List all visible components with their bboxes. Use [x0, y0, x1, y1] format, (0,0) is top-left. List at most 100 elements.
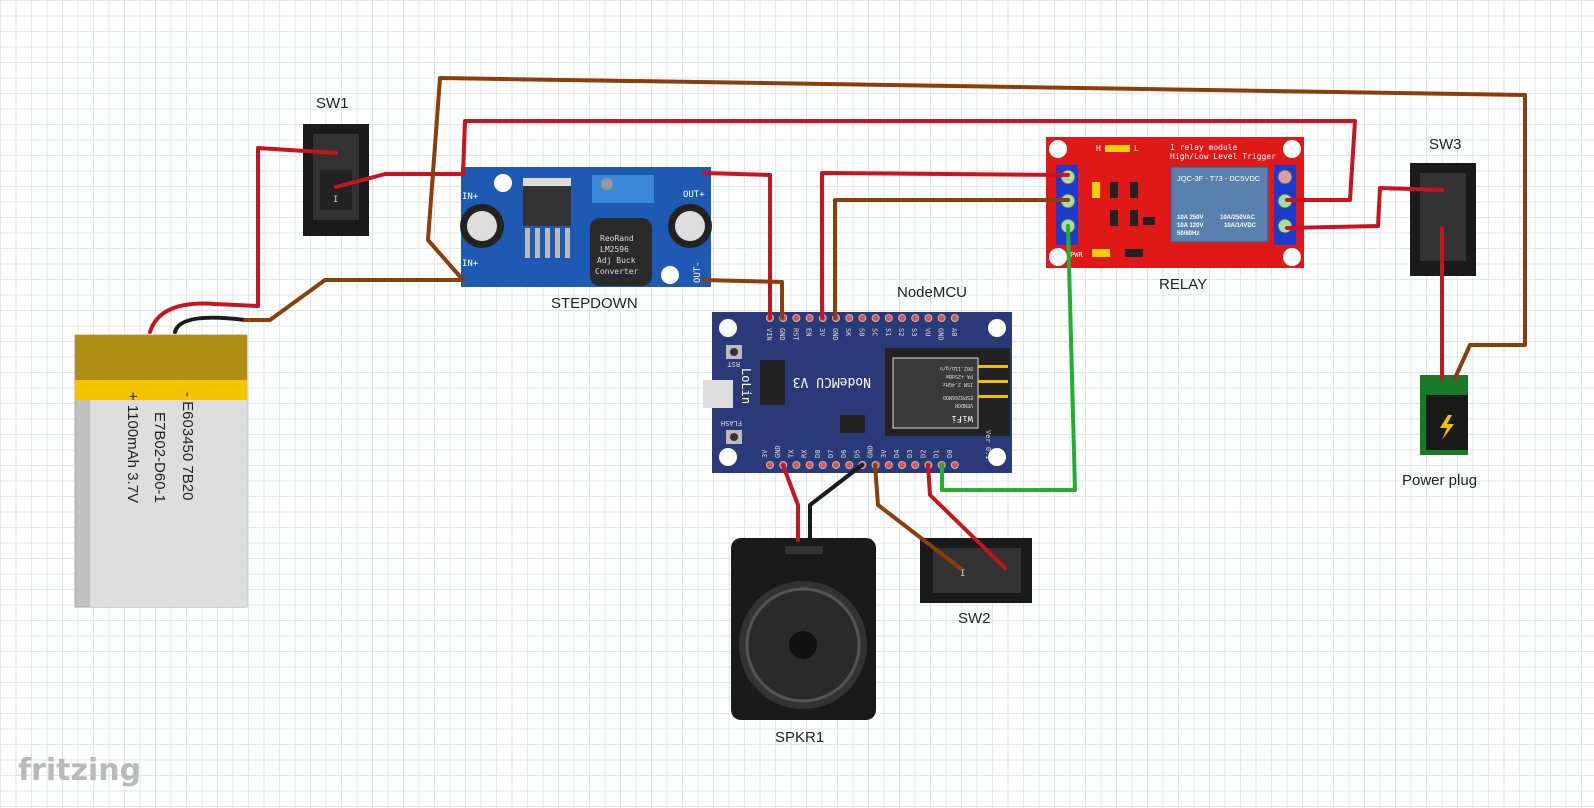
pin-rx[interactable]	[805, 461, 814, 469]
out-minus-label: OUT-	[693, 261, 703, 283]
pin-3v[interactable]	[884, 461, 893, 469]
pin-d3[interactable]	[911, 461, 920, 469]
pin-label: SK	[844, 328, 852, 337]
stepdown-label: STEPDOWN	[551, 295, 638, 312]
relay-title1: 1 relay module	[1170, 143, 1238, 152]
pin-s3[interactable]	[911, 314, 920, 322]
pin-label: D2	[919, 450, 927, 458]
relay-label: RELAY	[1159, 276, 1207, 293]
wire-gnd-speaker[interactable]	[781, 463, 800, 542]
pin-label: GND	[778, 328, 786, 341]
pin-a0[interactable]	[950, 314, 959, 322]
wire-d1-relay-in[interactable]	[940, 224, 1077, 492]
pin-label: EN	[805, 328, 813, 336]
pin-label: S2	[897, 328, 905, 336]
rating: 10A 120V	[1177, 223, 1203, 229]
pin-label: RST	[791, 328, 799, 341]
switch-sw3[interactable]	[1410, 163, 1476, 276]
board-brand: LoLin	[739, 368, 753, 404]
pin-label: 3V	[880, 449, 888, 458]
module-ism: ISM 2.4GHz	[943, 381, 973, 387]
chip-text: Converter	[595, 267, 639, 276]
wire-gnd-relay[interactable]	[833, 198, 1070, 320]
sw2-mark: I	[960, 569, 965, 579]
sw1-label: SW1	[316, 95, 349, 112]
pin-label: D1	[933, 450, 941, 458]
pin-s0[interactable]	[858, 314, 867, 322]
stepdown-converter[interactable]: ReoRand LM2596 Adj Buck Converter IN+ IN…	[460, 167, 712, 287]
wire-sw1-stepdown[interactable]	[334, 172, 465, 189]
pin-vu[interactable]	[924, 314, 933, 322]
wire-relay-no-sw3[interactable]	[1285, 186, 1444, 230]
wire-d5-speaker[interactable]	[808, 463, 864, 542]
pin-sc[interactable]	[871, 314, 880, 322]
jumper-l: L	[1134, 144, 1139, 153]
lightning-icon	[1440, 415, 1454, 440]
wire-outplus-vin[interactable]	[702, 171, 772, 320]
sw2-label: SW2	[958, 610, 991, 627]
pin-label: S1	[884, 328, 892, 336]
wire-outminus-gnd[interactable]	[702, 278, 784, 320]
power-plug[interactable]	[1420, 375, 1468, 455]
pin-en[interactable]	[805, 314, 814, 322]
wire-gnd-powerplug[interactable]	[426, 76, 1527, 380]
pin-s1[interactable]	[884, 314, 893, 322]
wire-vin-relay-com[interactable]	[461, 119, 1357, 202]
wire-battery-gnd[interactable]	[243, 278, 465, 322]
speaker-label: SPKR1	[775, 729, 824, 746]
pin-label: GND	[774, 445, 782, 458]
pin-d7[interactable]	[832, 461, 840, 469]
battery-label-line1: - E603450 7B20	[179, 392, 196, 500]
chip-text: Adj Buck	[597, 256, 636, 265]
sw1-mark: I	[333, 195, 338, 205]
pin-sk[interactable]	[845, 314, 854, 322]
pin-gnd[interactable]	[937, 314, 946, 322]
power-plug-label: Power plug	[1402, 472, 1477, 489]
rst-label: RST	[727, 360, 740, 368]
speaker-spkr1[interactable]	[731, 538, 876, 720]
pin-d0[interactable]	[950, 461, 959, 469]
pin-d8[interactable]	[818, 461, 827, 469]
pwr-label: PWR	[1070, 251, 1083, 259]
battery[interactable]: - E603450 7B20 E7B02-D60-1 + 1100mAh 3.7…	[74, 334, 248, 608]
pin-label: RX	[801, 449, 809, 458]
pin-label: SC	[871, 328, 879, 336]
sw3-label: SW3	[1429, 136, 1462, 153]
pin-label: S0	[857, 328, 865, 336]
pin-label: VIN	[765, 328, 773, 341]
pin-label: GND	[867, 445, 875, 458]
wire-battery-negative[interactable]	[173, 315, 247, 334]
pin-label: D3	[906, 450, 914, 458]
pin-label: D5	[853, 450, 861, 458]
nodemcu-board[interactable]: NodeMCU V3 LoLin WiFi VENDOR ESP8266MOD …	[703, 312, 1012, 473]
esp-module-markings: WiFi VENDOR ESP8266MOD ISM 2.4GHz PA +25…	[940, 365, 973, 423]
relay-module[interactable]: H L 1 relay module High/Low Level Trigge…	[1046, 137, 1304, 268]
version-label: Ver 0.1	[984, 430, 992, 460]
module-model: ESP8266MOD	[943, 394, 973, 400]
pin-rst[interactable]	[792, 314, 801, 322]
flash-label: FLASH	[721, 419, 742, 427]
pin-label: GND	[937, 328, 945, 341]
wire-d2-sw2[interactable]	[926, 463, 1007, 570]
rating: 50/60Hz	[1177, 231, 1199, 237]
pin-d4[interactable]	[898, 461, 906, 469]
rating: 10A/250VAC	[1220, 215, 1256, 221]
nodemcu-label: NodeMCU	[897, 284, 967, 301]
pin-d6[interactable]	[845, 461, 854, 469]
pin-label: A0	[950, 328, 958, 336]
relay-title2: High/Low Level Trigger	[1170, 152, 1276, 161]
wire-gnd-sw2[interactable]	[873, 463, 962, 570]
pin-tx[interactable]	[792, 461, 801, 469]
wire-battery-positive[interactable]	[148, 146, 338, 334]
pin-label: 3V	[761, 449, 769, 458]
pin-label: VU	[923, 328, 931, 336]
pin-3v[interactable]	[766, 461, 774, 469]
switch-sw2[interactable]: I	[920, 538, 1032, 603]
pin-s2[interactable]	[898, 314, 906, 322]
wire-3v-relay[interactable]	[820, 171, 1070, 320]
pin-label: S3	[910, 328, 918, 336]
rating: 10A/14VDC	[1224, 223, 1257, 229]
module-std: 802.11b/g/n	[940, 365, 973, 371]
board-name: NodeMCU V3	[793, 374, 871, 389]
